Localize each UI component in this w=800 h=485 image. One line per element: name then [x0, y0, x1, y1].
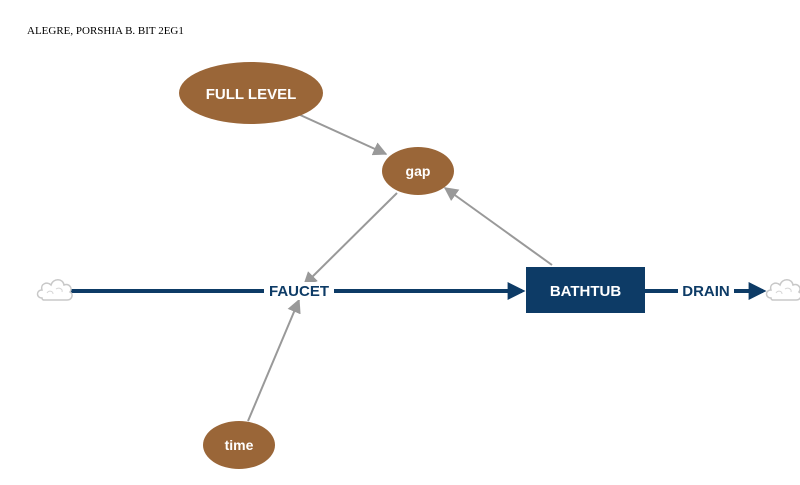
source-cloud-icon: [36, 279, 73, 301]
link-time-to-faucet: [247, 298, 301, 422]
author-label: ALEGRE, PORSHIA B. BIT 2EG1: [27, 25, 184, 37]
drain-label-bg: [678, 282, 734, 300]
link-fulllevel-to-gap: [297, 113, 388, 156]
sink-cloud-icon: [765, 279, 800, 301]
gap-variable[interactable]: [382, 147, 454, 195]
bathtub-stock[interactable]: [526, 267, 645, 313]
faucet-label-bg: [264, 282, 334, 300]
bathtub-stock-label: BATHTUB: [550, 283, 622, 300]
faucet-flow-label[interactable]: FAUCET: [269, 283, 329, 300]
full-level-variable-label: FULL LEVEL: [206, 86, 297, 103]
link-bathtub-to-gap: [443, 187, 553, 266]
time-variable[interactable]: [203, 421, 275, 469]
full-level-variable[interactable]: [179, 62, 323, 124]
gap-variable-label: gap: [406, 163, 431, 179]
drain-flow-label[interactable]: DRAIN: [682, 283, 730, 300]
link-gap-to-faucet: [303, 192, 398, 286]
time-variable-label: time: [225, 437, 254, 453]
